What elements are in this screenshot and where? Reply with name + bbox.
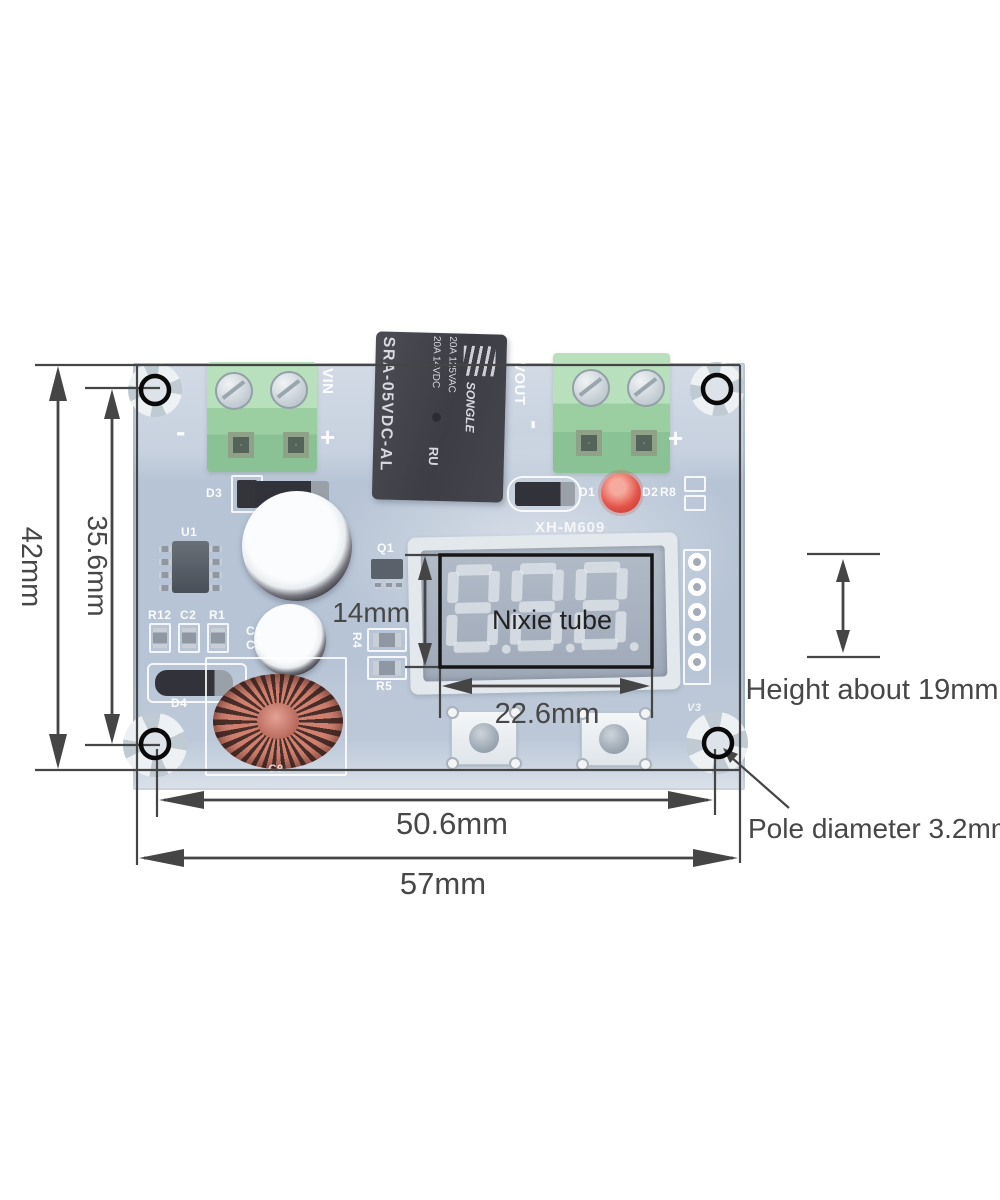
header-pin-1: [688, 553, 706, 571]
pole-circles: [138, 372, 735, 761]
power-led: [601, 473, 641, 513]
header-pin-3: [688, 603, 706, 621]
silk-label-d3: D3: [206, 486, 223, 500]
pole-circle-top-left: [138, 373, 172, 407]
q1-pin: [386, 581, 392, 589]
header-pin-4: [688, 628, 706, 646]
r1-smd: [211, 628, 225, 648]
label-57mm: 57mm: [400, 866, 486, 901]
button-cap: [469, 723, 499, 753]
extension-lines: [35, 363, 880, 865]
nixie-tube-outline-box: [438, 553, 654, 669]
vout-plus-mark: +: [668, 423, 684, 453]
pole-circle-bottom-right: [701, 726, 735, 760]
button-cap: [599, 724, 629, 754]
capacitor-large: [242, 491, 352, 601]
vout-minus-mark: -: [520, 420, 551, 430]
arrowheads: [49, 366, 850, 867]
set-button-left: [446, 706, 522, 770]
r12-smd: [153, 628, 167, 648]
u1-pin: [210, 572, 222, 578]
u1-pin: [159, 585, 171, 591]
vout-label: VOUT: [511, 362, 528, 406]
r12-outline: [149, 623, 171, 653]
capacitor-small: [254, 604, 326, 676]
pole-leader-line: [730, 756, 790, 809]
u1-pin: [210, 546, 222, 552]
inductor-silk-outline: [205, 657, 347, 776]
header-pin-5: [688, 653, 706, 671]
r4-outline: [367, 628, 407, 652]
toroid-inductor: [213, 674, 343, 769]
board-model-silk: XH-M609: [535, 519, 606, 536]
silk-label-c3: C3: [246, 638, 263, 652]
header-silk-outline: [683, 549, 711, 685]
u1-ic: [172, 541, 209, 593]
silk-label-q1: Q1: [377, 541, 395, 555]
vout-screw-2: [627, 369, 665, 407]
r1-outline: [207, 623, 229, 653]
d1-diode: [515, 482, 575, 506]
silk-label-c2: C2: [180, 608, 197, 622]
silk-label-d2: D2: [642, 485, 659, 499]
u1-pin: [210, 559, 222, 565]
r5-smd: [373, 661, 401, 675]
label-42mm: 42mm: [15, 527, 47, 608]
mounting-hole-top-right: [690, 362, 744, 416]
silk-label-d4: D4: [171, 696, 188, 710]
vin-screw-1: [215, 372, 253, 410]
label-pole-diameter: Pole diameter 3.2mm: [748, 813, 1000, 844]
d1-silk-outline: [507, 476, 581, 512]
vin-plus-mark: +: [320, 422, 336, 452]
u1-pin: [159, 559, 171, 565]
q1-pin: [396, 581, 402, 589]
d4-diode: [155, 670, 233, 696]
label-50-6mm: 50.6mm: [396, 806, 508, 841]
header-pin-2: [688, 578, 706, 596]
vin-screw-2: [270, 371, 308, 409]
r4-smd: [373, 633, 401, 647]
c2-smd: [182, 628, 196, 648]
q1-transistor: [371, 559, 403, 579]
vout-screw-1: [572, 369, 610, 407]
silk-label-c1: C1: [246, 624, 263, 638]
label-22-6mm: 22.6mm: [495, 698, 600, 730]
u1-pin: [210, 585, 222, 591]
label-14mm: 14mm: [332, 597, 410, 628]
r8-pad-1: [684, 476, 706, 492]
silk-label-r4: R4: [350, 632, 364, 649]
dimension-lines: [56, 372, 845, 860]
d3-diode: [237, 480, 257, 508]
silk-label-r8: R8: [660, 485, 677, 499]
silk-label-r12: R12: [148, 608, 172, 622]
vin-wire-slot-2: [283, 432, 309, 458]
vout-wire-slot-1: [576, 430, 602, 456]
vout-wire-slot-2: [631, 430, 657, 456]
label-height-about-19mm: Height about 19mm: [745, 674, 998, 706]
label-nixie-tube: Nixie tube: [492, 605, 612, 635]
silk-label-u1: U1: [181, 525, 198, 539]
r8-pad-2: [684, 495, 706, 511]
vin-label: VIN: [319, 368, 336, 395]
pole-circle-top-right: [700, 372, 734, 406]
q1-pin: [375, 581, 381, 589]
vin-wire-slot-1: [228, 432, 254, 458]
vin-minus-mark: -: [176, 416, 186, 447]
label-35-6mm: 35.6mm: [82, 515, 113, 616]
u1-pin: [159, 546, 171, 552]
pole-circle-bottom-left: [138, 727, 172, 761]
silk-label-r1: R1: [209, 608, 226, 622]
silk-label-r5: R5: [376, 679, 393, 693]
u1-pin: [159, 572, 171, 578]
c2-outline: [178, 623, 200, 653]
silk-label-v3: V3: [687, 702, 702, 714]
silk-label-d1: D1: [579, 485, 596, 499]
